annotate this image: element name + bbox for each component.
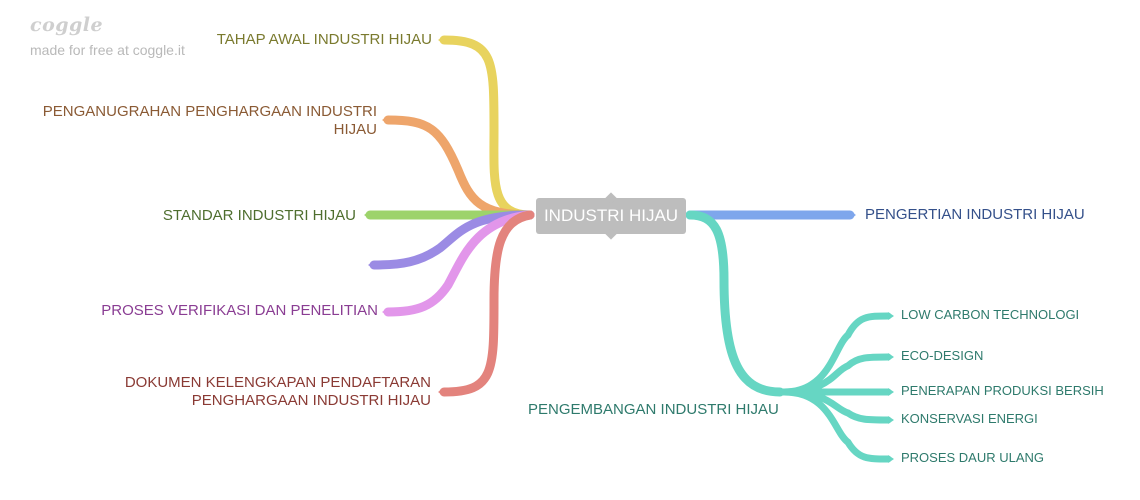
connector-tip-dokumen bbox=[438, 388, 444, 396]
connector-penganugrahan bbox=[383, 115, 535, 220]
branch-label-standar[interactable]: STANDAR INDUSTRI HIJAU bbox=[162, 207, 356, 224]
coggle-logo: coggle bbox=[30, 14, 104, 36]
connector-tip-leaf-konservasi bbox=[888, 416, 894, 424]
coggle-watermark: coggle made for free at coggle.it bbox=[30, 14, 185, 58]
connector-proses-verifikasi bbox=[383, 210, 535, 317]
connector-tip-leaf-eco-design bbox=[888, 353, 894, 361]
connector-tip-empty-branch bbox=[368, 261, 374, 269]
branch-label-pengembangan[interactable]: PENGEMBANGAN INDUSTRI HIJAU bbox=[528, 401, 779, 418]
leaf-label-low-carbon[interactable]: LOW CARBON TECHNOLOGI bbox=[901, 307, 1080, 322]
central-topic-label: INDUSTRI HIJAU bbox=[543, 206, 679, 225]
branch-label-tahap-awal[interactable]: TAHAP AWAL INDUSTRI HIJAU bbox=[216, 31, 432, 48]
connector-tahap-awal bbox=[439, 35, 535, 220]
connector-leaf-konservasi bbox=[780, 388, 892, 424]
connector-dokumen bbox=[439, 210, 535, 397]
branch-label-penganugrahan[interactable]: PENGANUGRAHAN PENGHARGAAN INDUSTRI HIJAU bbox=[42, 103, 377, 138]
branch-label-pengertian[interactable]: PENGERTIAN INDUSTRI HIJAU bbox=[865, 206, 1085, 223]
connector-leaf-low-carbon bbox=[780, 312, 892, 396]
connector-tip-leaf-produksi-bersih bbox=[888, 388, 894, 396]
connector-tip-pengertian bbox=[850, 211, 856, 219]
leaf-label-eco-design[interactable]: ECO-DESIGN bbox=[901, 348, 984, 363]
connector-tip-standar bbox=[364, 211, 370, 219]
central-topic-node[interactable]: INDUSTRI HIJAU bbox=[536, 192, 686, 240]
connector-tip-tahap-awal bbox=[438, 36, 444, 44]
coggle-tagline: made for free at coggle.it bbox=[30, 42, 185, 58]
connector-empty-branch bbox=[369, 210, 535, 270]
branch-label-proses-verifikasi[interactable]: PROSES VERIFIKASI DAN PENELITIAN bbox=[101, 302, 378, 319]
connector-tip-leaf-daur-ulang bbox=[888, 455, 894, 463]
connector-pengembangan bbox=[685, 210, 785, 397]
connector-tip-proses-verifikasi bbox=[382, 308, 388, 316]
leaf-label-daur-ulang[interactable]: PROSES DAUR ULANG bbox=[901, 450, 1045, 465]
connector-tip-leaf-low-carbon bbox=[888, 312, 894, 320]
connector-leaf-eco-design bbox=[780, 353, 892, 396]
leaf-label-konservasi[interactable]: KONSERVASI ENERGI bbox=[901, 411, 1038, 426]
branch-label-dokumen[interactable]: DOKUMEN KELENGKAPAN PENDAFTARAN PENGHARG… bbox=[124, 374, 431, 409]
connector-tip-penganugrahan bbox=[382, 116, 388, 124]
connector-leaf-daur-ulang bbox=[780, 388, 892, 463]
leaf-label-produksi-bersih[interactable]: PENERAPAN PRODUKSI BERSIH bbox=[901, 383, 1104, 398]
